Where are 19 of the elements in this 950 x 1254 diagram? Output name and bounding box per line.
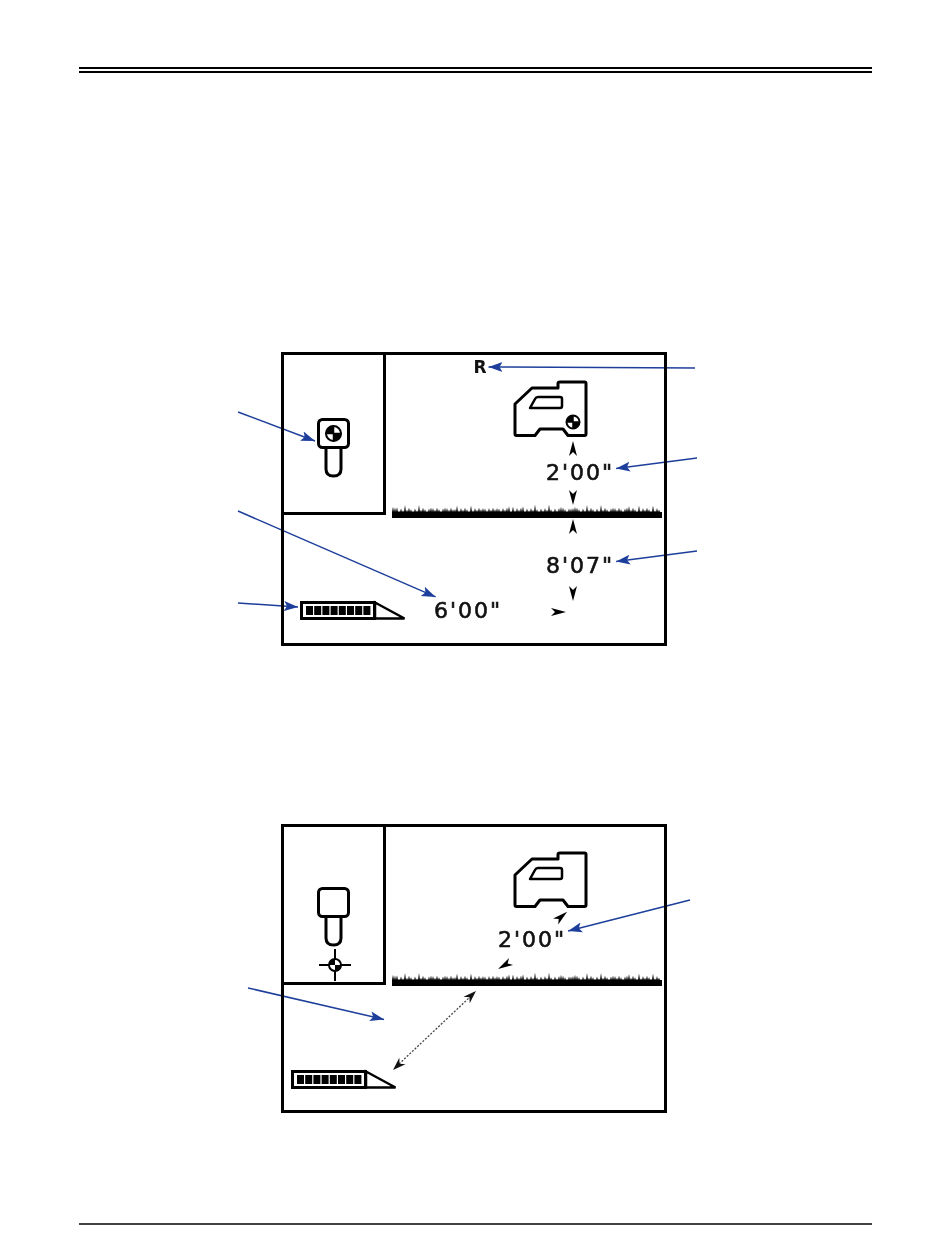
leader-arrow	[247, 987, 385, 1022]
leader-arrow	[237, 411, 316, 442]
depth-reading: 8'07"	[545, 553, 615, 579]
display-screen	[281, 824, 667, 1113]
display-screen	[281, 352, 667, 646]
depth-reading: 2'00"	[497, 927, 567, 953]
transmitter-icon	[317, 418, 350, 478]
indicator-letter: R	[473, 357, 487, 377]
leader-arrow	[237, 601, 299, 611]
leader-arrow	[237, 510, 437, 598]
leader-arrow	[615, 550, 698, 565]
leader-arrow	[615, 457, 698, 472]
display-panel	[284, 827, 386, 985]
leader-arrow	[487, 362, 696, 373]
distance-reading: 6'00"	[433, 598, 503, 624]
battery-icon	[300, 601, 406, 620]
display-panel	[284, 355, 386, 515]
leader-arrow	[567, 899, 691, 933]
depth-reading: 2'00"	[545, 460, 615, 486]
